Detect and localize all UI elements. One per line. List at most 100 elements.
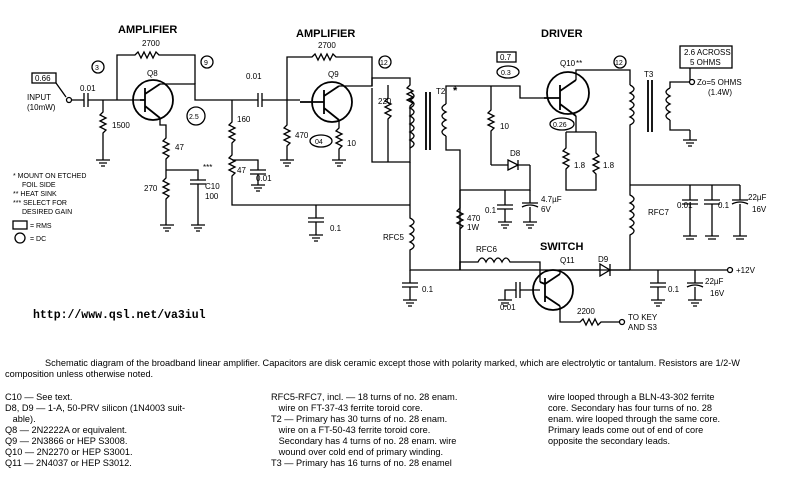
t3-primary	[628, 84, 635, 185]
dc-value-3: 3	[95, 65, 99, 72]
box-rms-066	[31, 72, 57, 84]
c47-voltage: 6V	[541, 205, 551, 214]
ground-symbol-5	[403, 299, 417, 307]
bias-wire	[460, 165, 531, 191]
t2-secondary	[441, 103, 448, 137]
parts-line: Q8 — 2N2222A or equivalent.	[5, 425, 128, 435]
ground-symbols-4	[651, 299, 702, 307]
source-url: http://www.qsl.net/va3iul	[33, 309, 206, 322]
ground-symbol-6	[309, 234, 323, 242]
c22b-voltage: 16V	[710, 289, 725, 298]
rfc7	[628, 185, 635, 270]
r220-label: 220	[378, 97, 392, 106]
r270-label: 270	[144, 184, 158, 193]
legend-mount-2: FOIL SIDE	[22, 182, 56, 189]
title-driver: DRIVER	[541, 28, 583, 40]
parts-line: T2 — Primary has 30 turns of no. 28 enam…	[271, 414, 448, 424]
r2200-label: 2200	[577, 307, 595, 316]
ground-symbol-2	[251, 184, 265, 192]
dc-value-03: 0.3	[501, 70, 511, 77]
dc-marker-9	[200, 55, 214, 69]
resistor-220	[383, 85, 393, 162]
t2-mark: *	[453, 85, 458, 97]
c22b-label: 22µF	[705, 277, 724, 286]
dc-marker-026	[549, 117, 575, 131]
dc-value-25: 2.5	[189, 114, 199, 121]
cap-22uf-a	[731, 185, 749, 236]
interstage-cap-label: 0.01	[246, 72, 262, 81]
t2-core	[425, 92, 431, 150]
cap-01-e	[650, 270, 666, 300]
q8-collector-wire	[160, 83, 250, 101]
legend-rms: = RMS	[30, 223, 52, 230]
resistor-270	[161, 170, 171, 225]
rfc7-label: RFC7	[648, 208, 669, 217]
c01b-label: 0.1	[330, 224, 342, 233]
dc-value-026: 0.26	[553, 122, 567, 129]
output-ground	[683, 130, 697, 147]
r1500-label: 1500	[112, 121, 130, 130]
resistor-220-wire	[371, 77, 415, 163]
dc-value-9: 9	[204, 60, 208, 67]
r470-label: 470	[295, 131, 309, 140]
q9-symbol	[300, 85, 340, 121]
figure-caption: Schematic diagram of the broadband linea…	[5, 358, 783, 380]
resistor-470	[282, 102, 292, 160]
capacitor-c10	[166, 169, 206, 225]
t2-secondary-bottom	[445, 136, 461, 270]
dc-marker-04	[309, 134, 333, 148]
output-rms-label: 2.6 ACROSS	[684, 48, 731, 57]
box-rms-07	[496, 51, 517, 63]
title-switch: SWITCH	[540, 241, 583, 253]
c01e-label: 0.1	[668, 285, 680, 294]
feedback-resistor-2700-a	[116, 50, 196, 100]
dc-value-12b: 12	[615, 60, 623, 67]
t2-label: T2	[436, 87, 446, 96]
c01d-label: 0.1	[718, 201, 730, 210]
q10-symbol	[544, 79, 577, 117]
bias-bypass-cap	[232, 159, 266, 185]
parts-list-2: RFC5-RFC7, incl. — 18 turns of no. 28 en…	[271, 392, 457, 469]
select-mark: ***	[203, 163, 212, 172]
r10a-label: 10	[347, 139, 356, 148]
input-capacitor	[72, 93, 140, 107]
transistor-q8	[132, 79, 174, 121]
parts-line: C10 — See text.	[5, 392, 73, 402]
bias-network	[227, 100, 410, 206]
c22a-voltage: 16V	[752, 205, 767, 214]
ground-symbol-4	[332, 159, 346, 167]
q10-mark: **	[576, 59, 582, 68]
cap-22uf-b	[686, 270, 704, 300]
cap-47uf	[521, 190, 539, 222]
key-terminal	[618, 318, 626, 326]
caption-text: Schematic diagram of the broadband linea…	[5, 358, 740, 379]
parts-line: wire on FT-37-43 ferrite toroid core.	[271, 403, 423, 413]
q11-symbol	[539, 273, 561, 307]
ground-symbols-3	[683, 235, 747, 240]
dc-value-12a: 12	[380, 60, 388, 67]
dc-value-04: 04	[315, 139, 323, 146]
legend-dc-circle	[14, 232, 26, 244]
d9-label: D9	[598, 255, 609, 264]
rfc6	[459, 257, 541, 282]
leader-line	[55, 82, 67, 98]
ground-symbols-2	[498, 221, 537, 229]
plus12-label: +12V	[736, 266, 756, 275]
tokey-label-2: AND S3	[628, 323, 657, 332]
output-wires	[669, 81, 690, 131]
ground-symbol-3	[280, 159, 294, 167]
parts-line: RFC5-RFC7, incl. — 18 turns of no. 28 en…	[271, 392, 458, 402]
parts-line: Secondary has 4 turns of no. 28 enam. wi…	[271, 436, 457, 446]
resistor-1500	[98, 100, 108, 160]
r470w-rating: 1W	[467, 223, 479, 232]
q8-label: Q8	[147, 69, 158, 78]
c10-value: 100	[205, 192, 219, 201]
dc-marker-12a	[378, 55, 392, 69]
r47a-label: 47	[175, 143, 184, 152]
t2-primary	[408, 91, 415, 149]
cap-01-b	[308, 205, 324, 235]
output-terminal	[688, 78, 696, 86]
legend-rms-box	[12, 220, 28, 230]
title-amplifier-1: AMPLIFIER	[118, 24, 177, 36]
parts-list-3: wire looped through a BLN-43-302 ferrite…	[548, 392, 720, 447]
